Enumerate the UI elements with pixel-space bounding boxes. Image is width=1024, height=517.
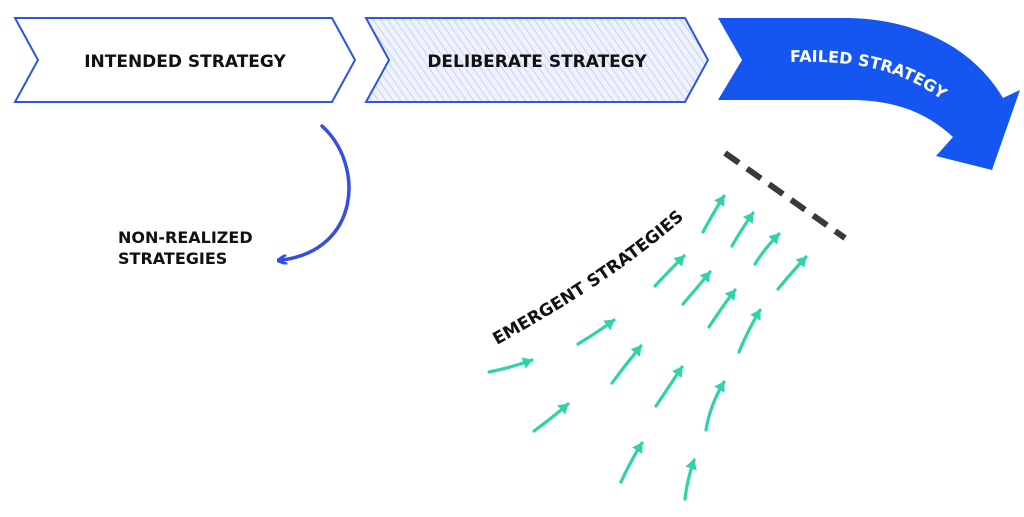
failed-strategy-shape <box>718 18 1020 170</box>
emergent-arrow <box>681 270 712 306</box>
deliberate-strategy-chevron <box>364 17 710 103</box>
emergent-arrow <box>610 344 643 385</box>
non-realized-label-line1: NON-REALIZED <box>118 228 253 247</box>
intended-strategy-stage: INTENDED STRATEGY <box>13 17 357 103</box>
emergent-strategies-label: EMERGENT STRATEGIES <box>490 207 688 350</box>
emergent-arrow <box>753 232 781 266</box>
intended-strategy-chevron <box>13 17 357 103</box>
emergent-arrow <box>576 318 616 346</box>
non-realized-label-line2: STRATEGIES <box>118 249 227 268</box>
emergent-arrow <box>653 254 686 288</box>
intended-strategy-label: INTENDED STRATEGY <box>84 52 286 72</box>
deliberate-strategy-label: DELIBERATE STRATEGY <box>427 52 647 72</box>
failed-strategy-stage: FAILED STRATEGY <box>718 18 1020 170</box>
emergent-arrow <box>683 458 697 501</box>
emergent-arrow <box>730 211 755 248</box>
emergent-arrow <box>701 194 726 234</box>
dashed-barrier <box>723 150 847 241</box>
emergent-arrow <box>704 380 726 432</box>
non-realized-curve-arrow <box>282 124 351 260</box>
emergent-arrow <box>619 441 644 484</box>
emergent-arrow <box>654 365 684 408</box>
deliberate-strategy-stage: DELIBERATE STRATEGY <box>364 17 710 103</box>
emergent-arrow <box>532 402 570 433</box>
non-realized-flow: NON-REALIZED STRATEGIES <box>118 124 351 268</box>
emergent-arrow <box>487 357 534 374</box>
emergent-arrow <box>707 288 737 329</box>
emergent-arrows <box>487 194 808 501</box>
emergent-arrow <box>776 255 808 291</box>
emergent-arrow <box>737 308 762 354</box>
